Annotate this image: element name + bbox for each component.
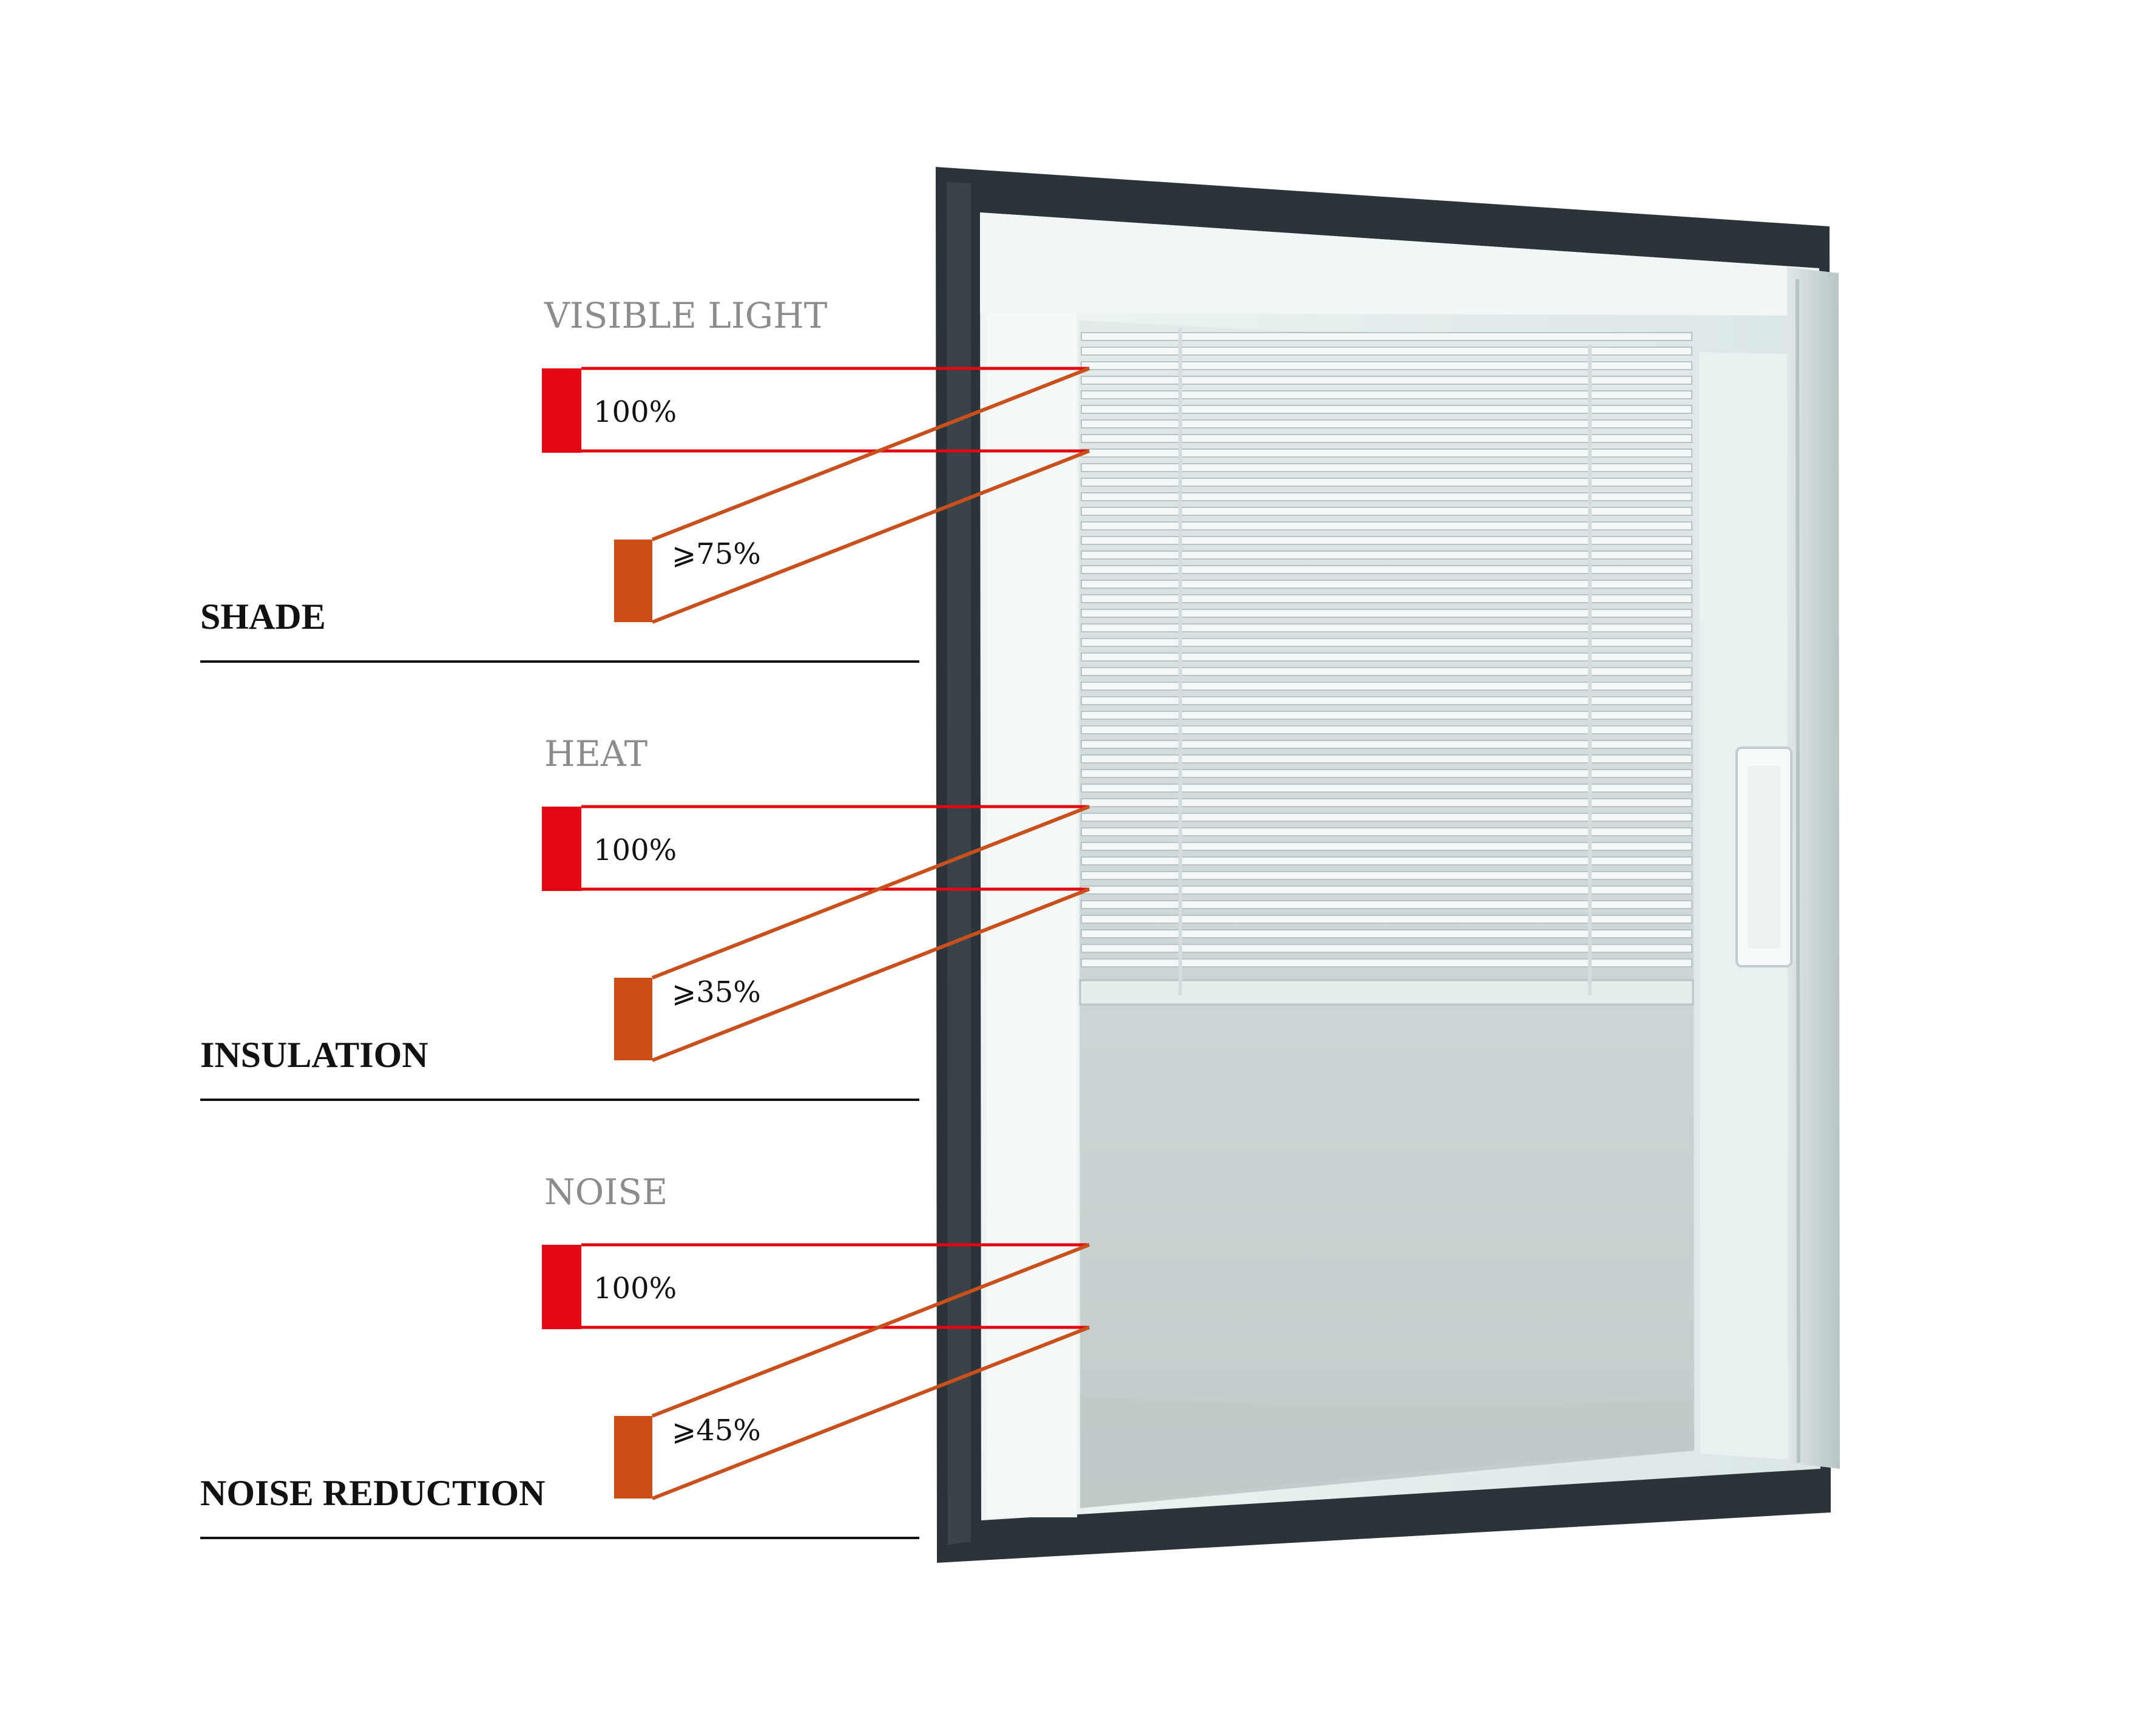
blind-slat xyxy=(1081,696,1692,705)
full-marker xyxy=(542,368,581,453)
category-title: NOISE REDUCTION xyxy=(200,1473,545,1513)
blind-slat xyxy=(1081,478,1692,487)
blind-slat xyxy=(1081,711,1692,720)
blind-slat xyxy=(1081,521,1692,530)
blind-slat xyxy=(1081,886,1692,895)
metric-label: NOISE xyxy=(544,1171,667,1213)
blind-slat xyxy=(1081,682,1692,691)
blind-slat xyxy=(1081,507,1692,516)
blind-slat xyxy=(1081,419,1692,428)
reduced-value-label: ⩾75% xyxy=(672,537,761,571)
reduced-value-label: ⩾45% xyxy=(672,1414,761,1448)
blind-slat xyxy=(1081,536,1692,545)
metric-label: VISIBLE LIGHT xyxy=(544,295,828,336)
blind-slat xyxy=(1081,361,1692,370)
blind-slat xyxy=(1081,449,1692,458)
blind-slat xyxy=(1081,390,1692,399)
blind-slat xyxy=(1081,871,1692,880)
blind-slat xyxy=(1081,842,1692,851)
full-value-label: 100% xyxy=(593,395,677,429)
blind-slat xyxy=(1081,492,1692,501)
blind-slat xyxy=(1081,332,1692,341)
blind-slat xyxy=(1081,347,1692,356)
blind-slat xyxy=(1081,929,1692,938)
reduced-value-label: ⩾35% xyxy=(672,975,761,1009)
reduced-upper-line xyxy=(651,367,1090,541)
blind-slat xyxy=(1081,769,1692,778)
metric-group-0: VISIBLE LIGHT 100% ⩾75% SHADE xyxy=(200,295,1090,663)
blind-slat xyxy=(1081,623,1692,632)
reduced-lower-line xyxy=(651,1326,1090,1500)
full-marker xyxy=(542,1245,581,1329)
blind-slat xyxy=(1081,900,1692,909)
blind-slat xyxy=(1081,740,1692,749)
reduced-marker xyxy=(614,1416,652,1499)
category-title: INSULATION xyxy=(200,1035,428,1075)
window-handle-icon[interactable] xyxy=(1735,747,1793,967)
full-value-label: 100% xyxy=(593,833,677,867)
window-with-internal-blinds-icon xyxy=(936,167,1840,1563)
reduced-lower-line xyxy=(651,449,1090,624)
blind-slat xyxy=(1081,638,1692,647)
blind-slat xyxy=(1081,667,1692,676)
blind-slat xyxy=(1081,725,1692,734)
blind-slat xyxy=(1081,784,1692,793)
reduced-upper-line xyxy=(651,1243,1090,1418)
blind-slat xyxy=(1081,652,1692,662)
reduced-marker xyxy=(614,540,652,622)
annotation-layer: VISIBLE LIGHT 100% ⩾75% SHADE HEAT 100% ⩾35% IN… xyxy=(200,295,1090,1539)
blind-slat xyxy=(1081,798,1692,807)
blind-slat xyxy=(1081,944,1692,953)
blind-slat xyxy=(1081,958,1692,967)
blind-slat xyxy=(1081,754,1692,764)
blind-slat xyxy=(1081,376,1692,385)
category-title: SHADE xyxy=(200,597,326,637)
reduced-marker xyxy=(614,978,652,1060)
blind-slat xyxy=(1081,856,1692,865)
metric-group-1: HEAT 100% ⩾35% INSULATION xyxy=(200,733,1090,1101)
full-value-label: 100% xyxy=(593,1272,677,1306)
blind-slat xyxy=(1081,434,1692,443)
blind-slat xyxy=(1081,463,1692,472)
reduced-lower-line xyxy=(651,887,1090,1062)
blind-slat xyxy=(1081,594,1692,603)
blind-slat xyxy=(1081,565,1692,574)
metric-group-2: NOISE 100% ⩾45% NOISE REDUCTION xyxy=(200,1171,1090,1539)
blind-slat xyxy=(1081,580,1692,589)
full-marker xyxy=(542,807,581,891)
blind-slat xyxy=(1081,915,1692,924)
blind-slat xyxy=(1081,405,1692,414)
blind-slat xyxy=(1081,609,1692,618)
blind-slat xyxy=(1081,827,1692,836)
blind-slat xyxy=(1081,550,1692,560)
blind-slats xyxy=(1081,332,1692,967)
reduced-upper-line xyxy=(651,805,1090,980)
blind-slat xyxy=(1081,813,1692,822)
metric-label: HEAT xyxy=(544,733,648,774)
